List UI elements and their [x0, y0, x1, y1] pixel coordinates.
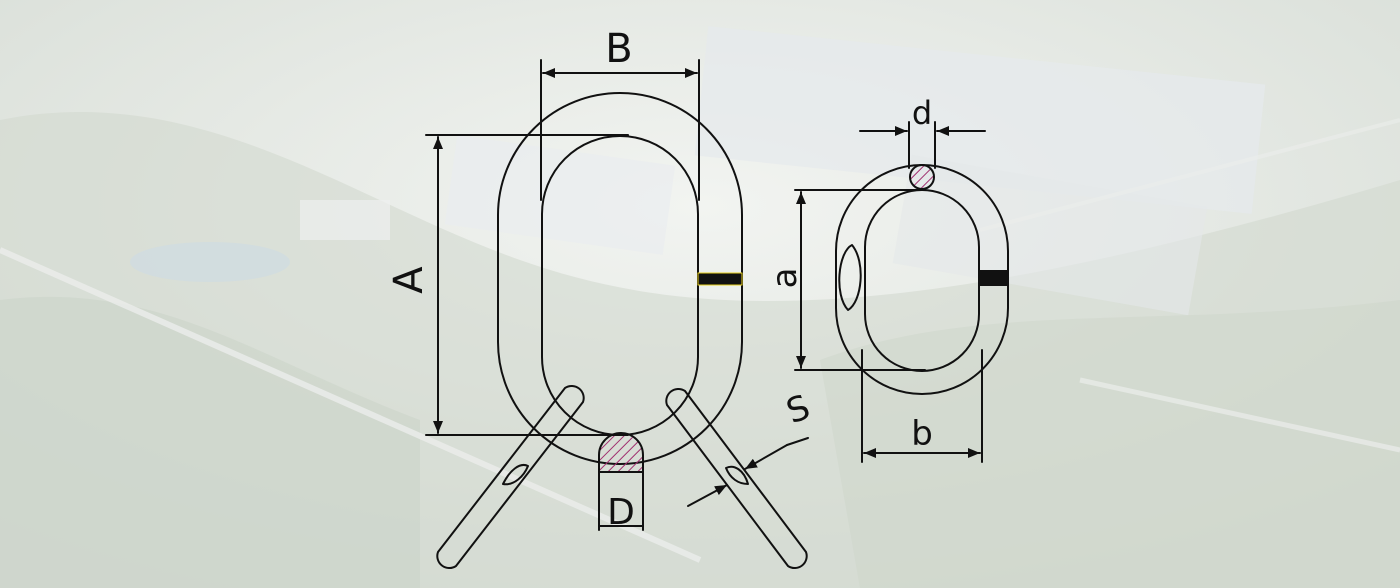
master-link-weld-mark — [697, 272, 743, 286]
dimension-a-main — [425, 134, 629, 436]
cross-section-d — [598, 432, 644, 531]
label-d-small: d — [912, 94, 932, 132]
oval-link-weld-mark — [978, 270, 1009, 286]
dimension-b-small — [861, 349, 983, 463]
dimension-s — [687, 437, 809, 507]
label-b-main: B — [605, 26, 632, 72]
right-sub-link — [665, 388, 808, 569]
label-b-small: b — [911, 414, 933, 454]
left-sub-link — [436, 385, 585, 569]
oval-link-outer-outline — [835, 164, 1009, 395]
oval-link-side-bulge — [838, 244, 862, 311]
dimension-b-main — [540, 59, 700, 201]
label-a-main: A — [386, 266, 432, 294]
cross-section-d-hatch — [598, 432, 644, 473]
label-a-small: a — [765, 268, 805, 289]
dimension-a-small — [794, 189, 926, 371]
label-d-section: D — [607, 492, 635, 533]
dimension-d-small — [859, 121, 986, 169]
oval-link-wire-section — [909, 164, 935, 190]
